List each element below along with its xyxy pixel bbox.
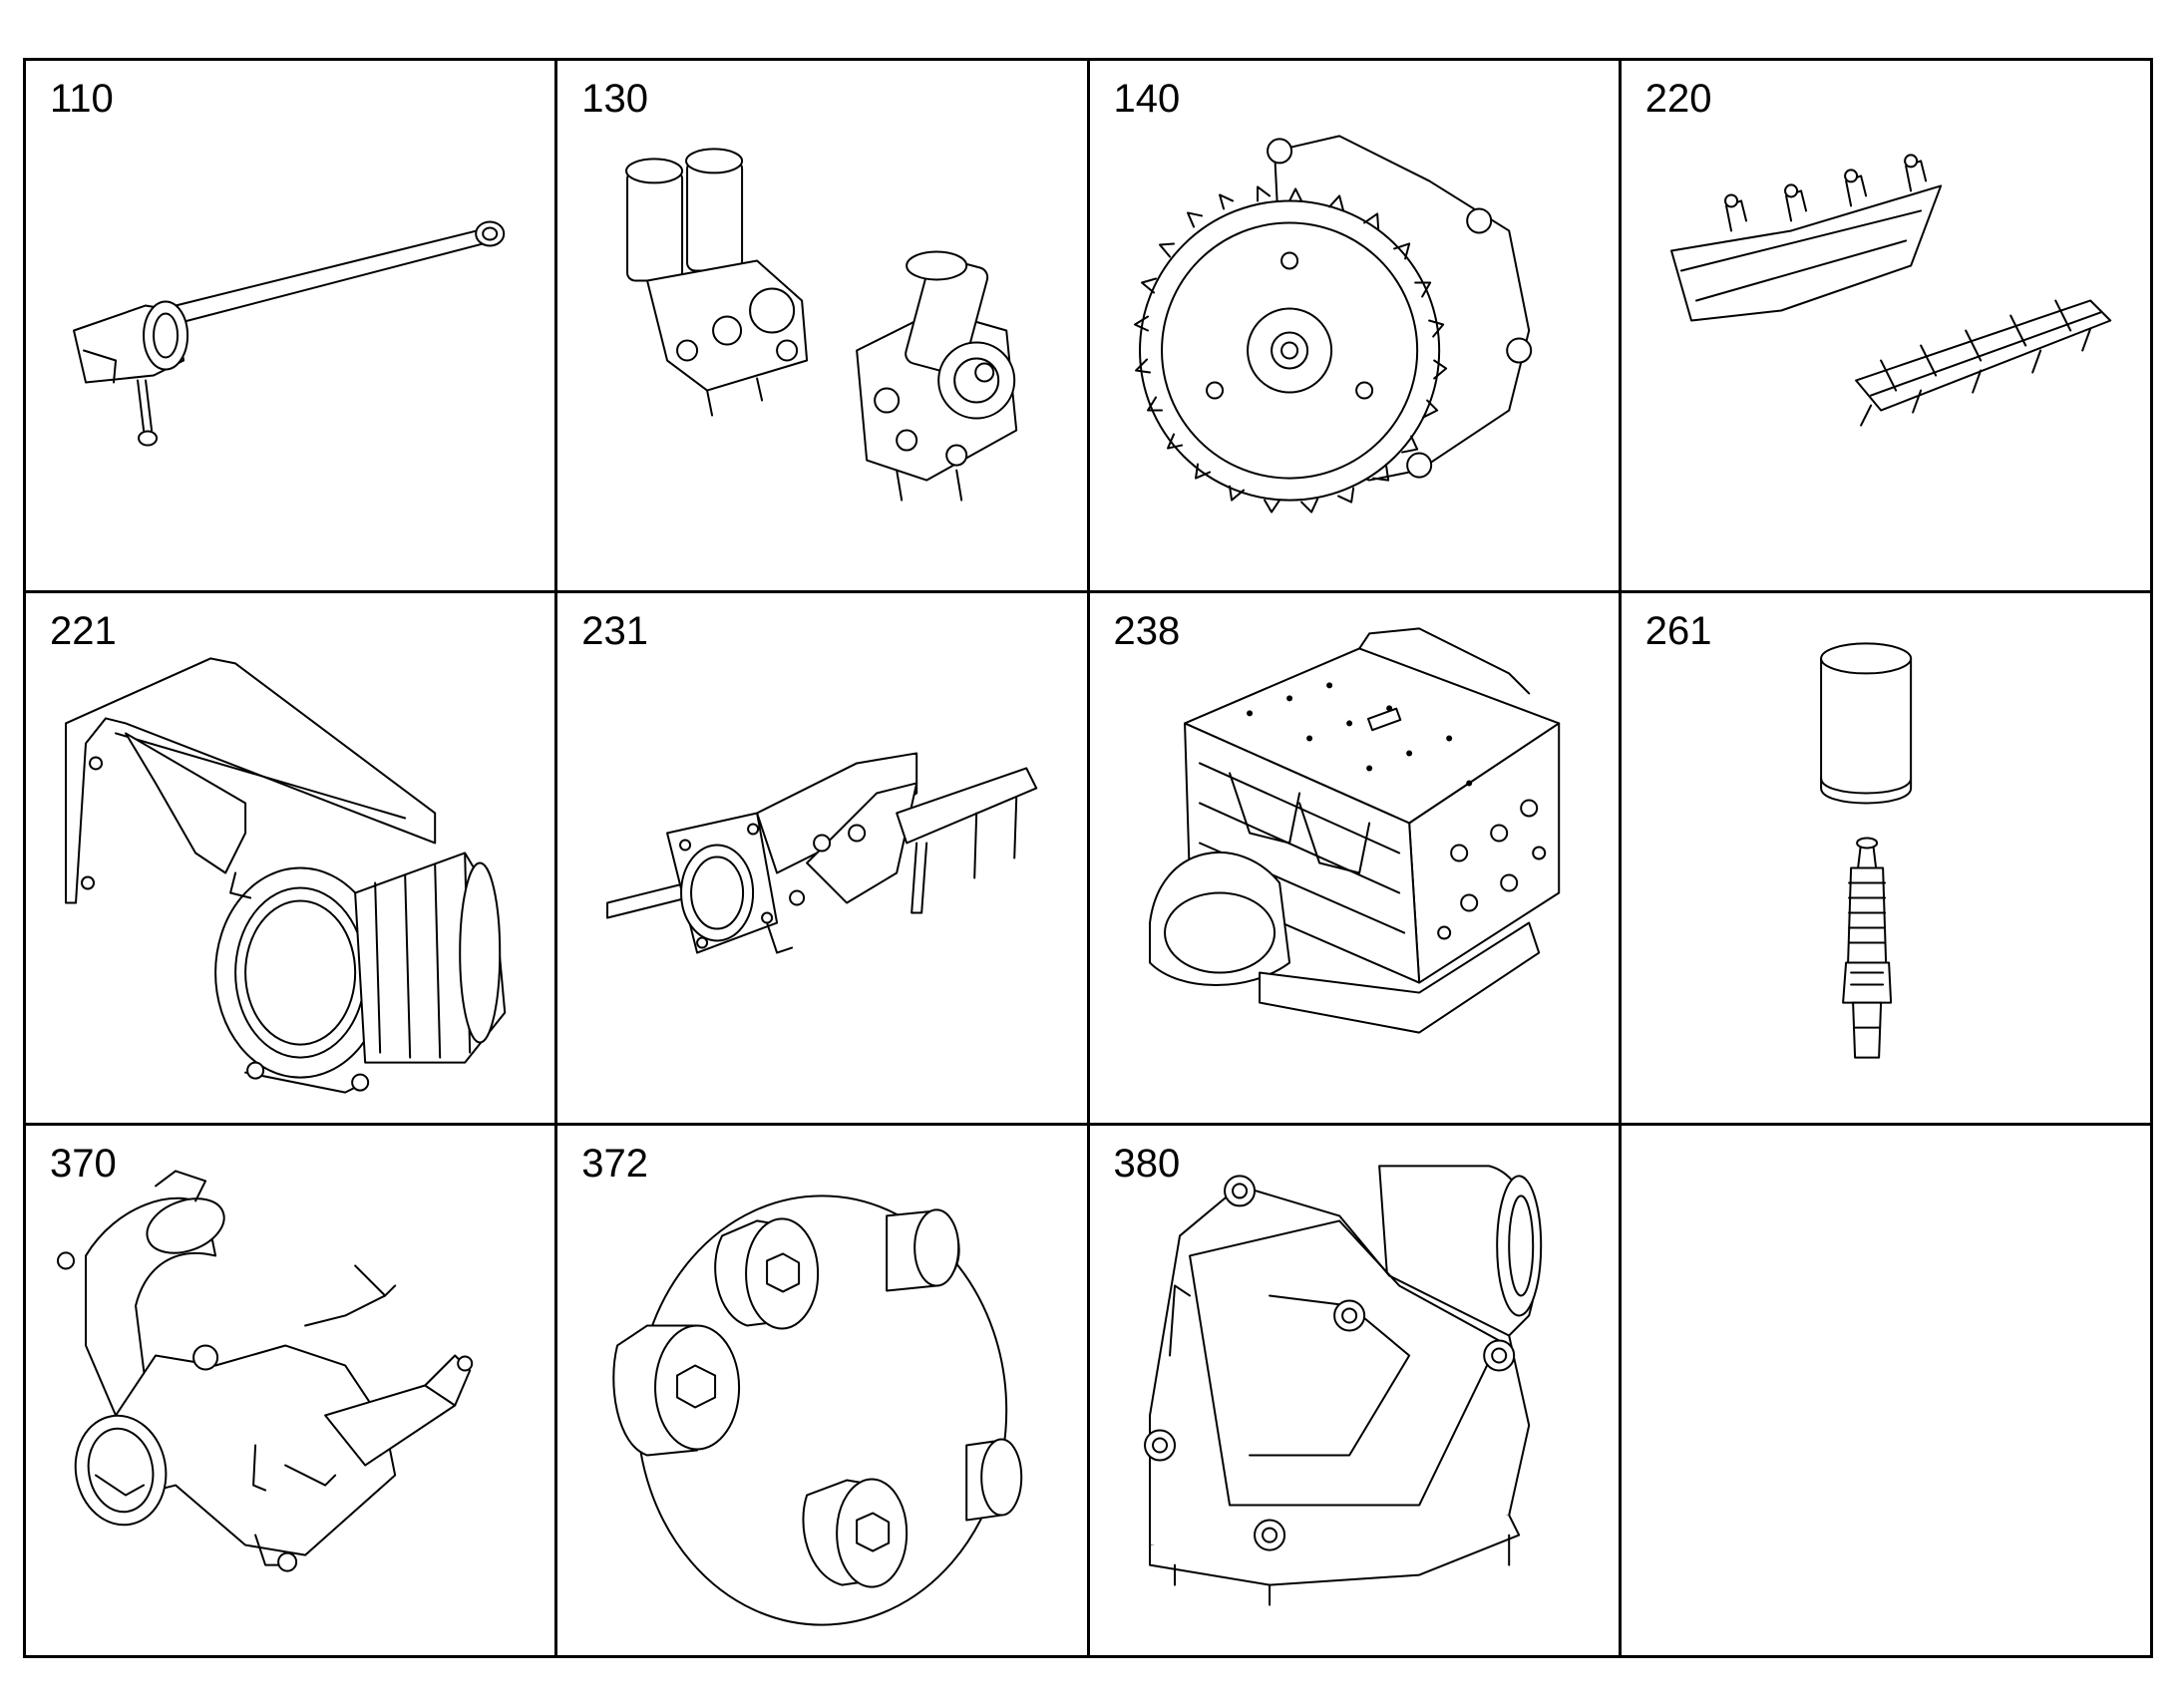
part-number: 372 [581, 1142, 648, 1186]
flange-plug-icon [557, 1126, 1086, 1655]
part-number: 221 [50, 609, 117, 653]
part-number: 261 [1644, 609, 1712, 653]
part-number: 370 [50, 1142, 117, 1186]
flange-bracket-icon [557, 593, 1086, 1123]
part-number: 140 [1113, 77, 1181, 121]
bracket-turbo-housing-icon [26, 593, 554, 1123]
gear-housing-icon [1090, 61, 1619, 590]
part-cell-140[interactable]: 140 [1089, 61, 1622, 593]
manifold-icon [1622, 61, 2150, 590]
part-cell-221[interactable]: 221 [26, 593, 558, 1126]
part-cell-130[interactable]: 130 [557, 61, 1090, 593]
part-number: 380 [1113, 1142, 1181, 1186]
part-cell-261[interactable]: 261 [1621, 593, 2153, 1126]
cylinder-block-icon [1090, 593, 1619, 1123]
empty-cell [1621, 1126, 2153, 1658]
part-number: 110 [50, 77, 114, 121]
part-cell-372[interactable]: 372 [557, 1126, 1090, 1658]
part-cell-220[interactable]: 220 [1621, 61, 2153, 593]
part-cell-238[interactable]: 238 [1089, 593, 1622, 1126]
thermostat-housing-icon [1090, 1126, 1619, 1655]
exhaust-pipe-icon [26, 1126, 554, 1655]
parts-grid: 110 130 [23, 58, 2153, 1658]
part-cell-231[interactable]: 231 [557, 593, 1090, 1126]
pipe-tool-icon [26, 61, 554, 590]
filter-and-spark-plug-icon [1622, 593, 2150, 1123]
fuel-pump-assembly-icon [557, 61, 1086, 590]
part-number: 231 [581, 609, 648, 653]
part-number: 130 [581, 77, 648, 121]
part-cell-380[interactable]: 380 [1089, 1126, 1622, 1658]
part-cell-370[interactable]: 370 [26, 1126, 558, 1658]
part-number: 220 [1644, 77, 1712, 121]
part-cell-110[interactable]: 110 [26, 61, 558, 593]
part-number: 238 [1113, 609, 1181, 653]
